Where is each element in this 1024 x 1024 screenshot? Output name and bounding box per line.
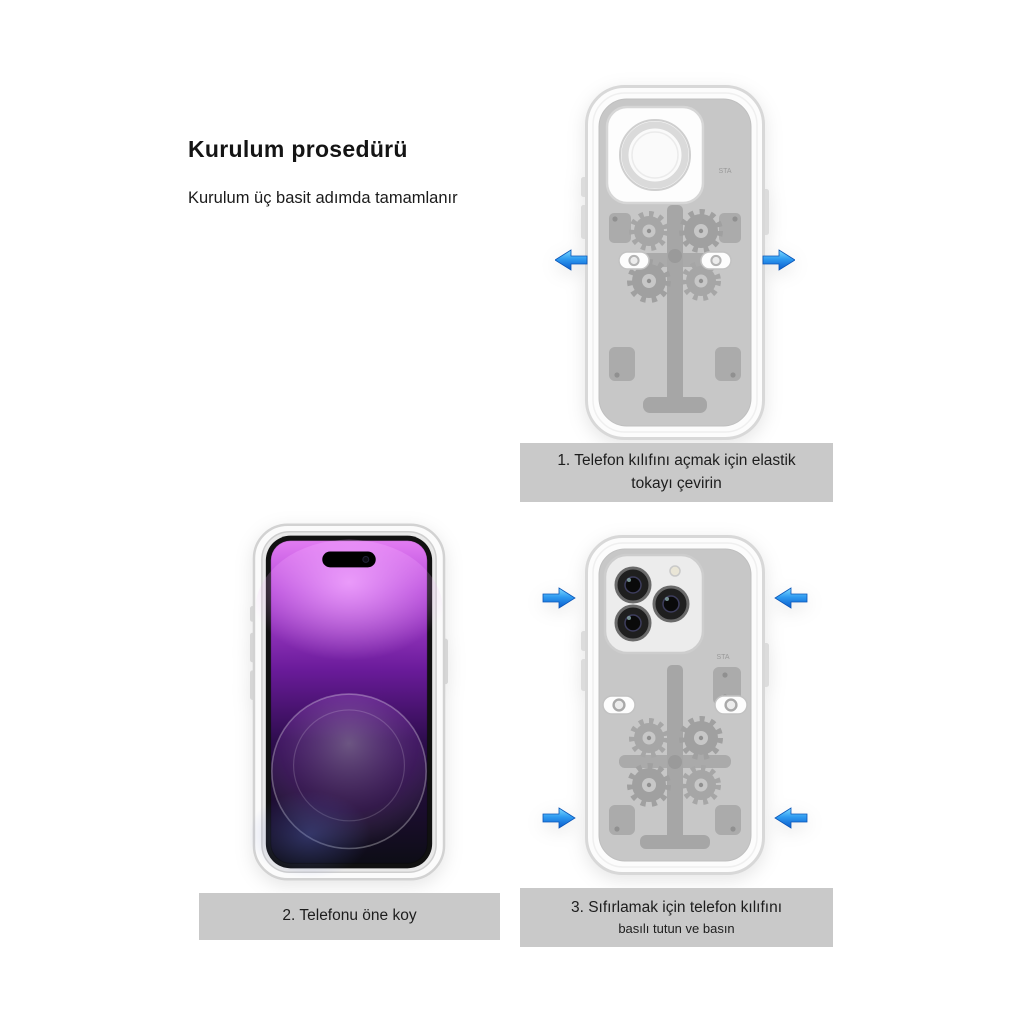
camera-module — [603, 553, 705, 655]
step1-case-back-illustration: STA — [555, 85, 795, 440]
camera-cutout — [605, 105, 705, 205]
gear-hub — [668, 249, 682, 263]
gear-icon — [681, 261, 721, 301]
case-screws — [612, 216, 738, 378]
camera-flash — [669, 565, 681, 577]
gear-icon — [679, 209, 723, 253]
page-subtitle: Kurulum üç basit adımda tamamlanır — [188, 189, 458, 207]
page-title: Kurulum prosedürü — [188, 136, 408, 162]
case-rim-line — [592, 92, 758, 433]
gear-icon — [629, 211, 669, 251]
phone-case-with-phone: STA — [581, 535, 769, 875]
step3-caption-line1: 3. Sıfırlamak için telefon kılıfını — [570, 899, 783, 917]
phone-screen — [250, 539, 444, 879]
arrow-left-icon — [774, 807, 808, 829]
step2-caption-line1: 2. Telefonu öne koy — [282, 907, 417, 925]
arrow-left-icon — [555, 249, 588, 271]
case-marking-text: STA — [716, 654, 729, 661]
arrow-right-icon — [762, 249, 795, 271]
step2-caption: 2. Telefonu öne koy — [199, 893, 500, 940]
arrow-left-icon — [774, 587, 808, 609]
arrow-right-icon — [542, 807, 576, 829]
phone-case-back: STA — [581, 85, 769, 440]
gear-icon — [627, 763, 671, 807]
gear-icon — [681, 765, 721, 805]
arrow-right-icon — [542, 587, 576, 609]
camera-lens — [614, 566, 652, 604]
step3-case-with-phone-illustration: STA — [542, 535, 808, 875]
step3-caption-line2: basılı tutun ve basın — [618, 920, 735, 936]
elastic-clasp-left — [618, 251, 650, 270]
camera-lens — [614, 604, 652, 642]
step2-phone-front-illustration — [250, 523, 448, 881]
camera-lens — [652, 585, 690, 623]
dynamic-island — [322, 551, 376, 568]
step1-caption: 1. Telefon kılıfını açmak için elastik t… — [520, 443, 833, 502]
gear-hub — [668, 755, 682, 769]
gear-icon — [679, 716, 723, 760]
elastic-clasp-left — [602, 695, 636, 715]
step3-caption: 3. Sıfırlamak için telefon kılıfını bası… — [520, 888, 833, 947]
elastic-clasp-right — [700, 251, 732, 270]
case-rim-line — [592, 542, 758, 868]
gear-icon — [629, 718, 669, 758]
case-marking-text: STA — [718, 168, 731, 175]
step1-caption-line2: tokayı çevirin — [631, 474, 722, 492]
phone-front — [250, 523, 448, 881]
step1-caption-line1: 1. Telefon kılıfını açmak için elastik — [557, 452, 796, 470]
elastic-clasp-right — [714, 695, 748, 715]
